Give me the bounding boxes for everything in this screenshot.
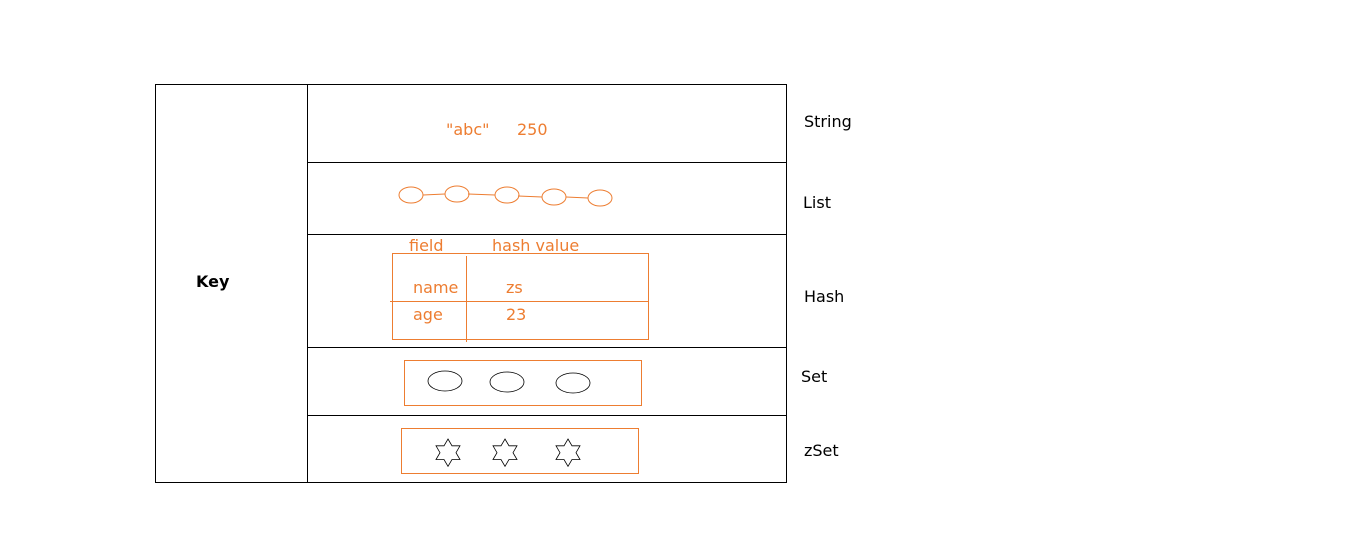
type-label-string: String [804,112,852,131]
row-divider [307,234,787,235]
hash-header-value: hash value [492,236,580,255]
key-value-table [155,84,787,483]
type-label-list: List [803,193,831,212]
hash-row-value: 23 [506,305,527,324]
row-divider [307,415,787,416]
string-value-abc: "abc" [446,120,490,139]
type-label-zset: zSet [804,441,839,460]
zset-box [401,428,639,474]
hash-header-field: field [409,236,444,255]
hash-row-value: zs [506,278,523,297]
hash-row-divider [390,301,649,302]
row-divider [307,162,787,163]
column-divider [307,84,308,483]
type-label-set: Set [801,367,828,386]
hash-row-field: name [413,278,459,297]
hash-row-field: age [413,305,443,324]
row-divider [307,347,787,348]
string-value-250: 250 [517,120,548,139]
hash-column-divider [466,256,467,342]
key-label: Key [196,272,230,291]
type-label-hash: Hash [804,287,845,306]
set-box [404,360,642,406]
hash-table-box [392,253,649,340]
